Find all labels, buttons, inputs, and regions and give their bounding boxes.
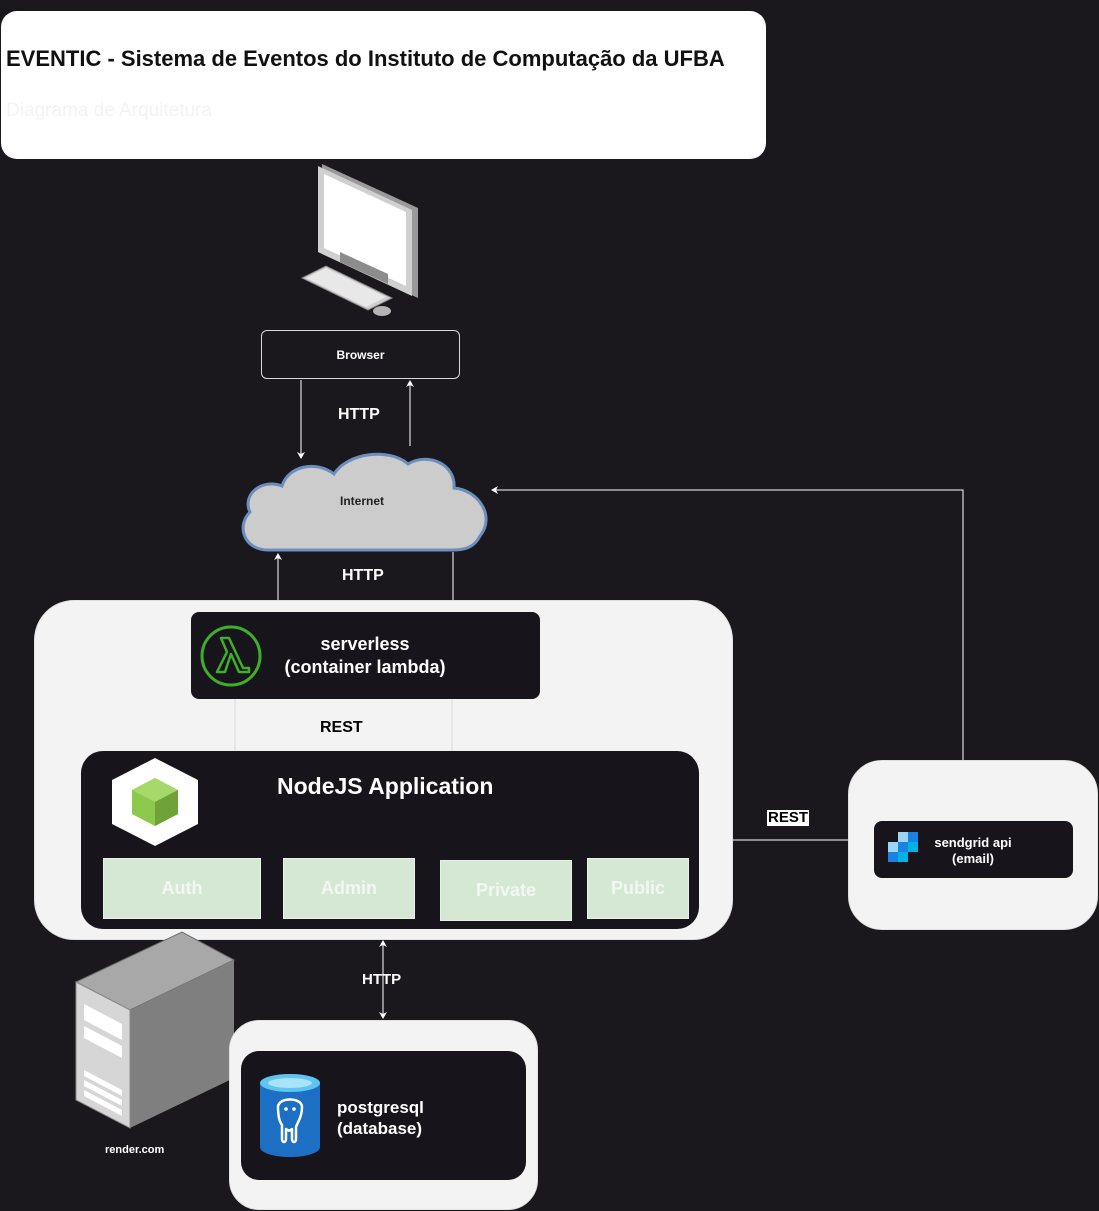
serverless-box bbox=[191, 612, 540, 699]
serverless-rest-label: REST bbox=[320, 719, 363, 736]
sendgrid-label-line1: sendgrid api bbox=[934, 835, 1012, 850]
browser-http-label: HTTP bbox=[338, 406, 380, 423]
module-public: Public bbox=[587, 858, 689, 919]
browser-box: Browser bbox=[261, 330, 460, 379]
cloud-icon bbox=[241, 452, 488, 552]
sendgrid-icon bbox=[888, 832, 918, 862]
postgresql-label-line2: (database) bbox=[337, 1119, 423, 1138]
sendgrid-rest-label: REST bbox=[767, 809, 810, 826]
database-http-label: HTTP bbox=[362, 971, 402, 988]
sendgrid-to-internet-arrow bbox=[491, 486, 964, 760]
module-auth: Auth bbox=[103, 858, 261, 919]
internet-label: Internet bbox=[340, 494, 385, 508]
aws-lambda-icon bbox=[200, 625, 262, 687]
render-host-label: render.com bbox=[105, 1144, 165, 1156]
diagram-title: EVENTIC - Sistema de Eventos do Institut… bbox=[6, 46, 725, 71]
sendgrid-rest-text: REST bbox=[768, 809, 809, 826]
serverless-label-line1: serverless bbox=[320, 634, 410, 654]
desktop-computer-icon bbox=[300, 164, 418, 316]
server-tower-icon bbox=[74, 931, 236, 1129]
serverless-label-line2: (container lambda) bbox=[284, 657, 446, 677]
nodejs-app-title: NodeJS Application bbox=[277, 773, 494, 799]
postgresql-label: postgresql (database) bbox=[337, 1097, 424, 1139]
title-card bbox=[1, 11, 766, 159]
sendgrid-label: sendgrid api (email) bbox=[922, 835, 1024, 867]
module-private: Private bbox=[440, 860, 572, 921]
nodejs-icon bbox=[112, 758, 198, 846]
internet-http-label: HTTP bbox=[342, 567, 384, 584]
postgresql-label-line1: postgresql bbox=[337, 1098, 424, 1117]
lambda-node-connectors bbox=[234, 699, 453, 751]
sendgrid-label-line2: (email) bbox=[952, 851, 994, 866]
browser-label: Browser bbox=[336, 347, 385, 362]
postgresql-database-icon bbox=[260, 1074, 320, 1157]
module-admin: Admin bbox=[283, 858, 415, 919]
diagram-subtitle: Diagrama de Arquitetura bbox=[6, 100, 212, 121]
serverless-label: serverless (container lambda) bbox=[270, 633, 460, 679]
